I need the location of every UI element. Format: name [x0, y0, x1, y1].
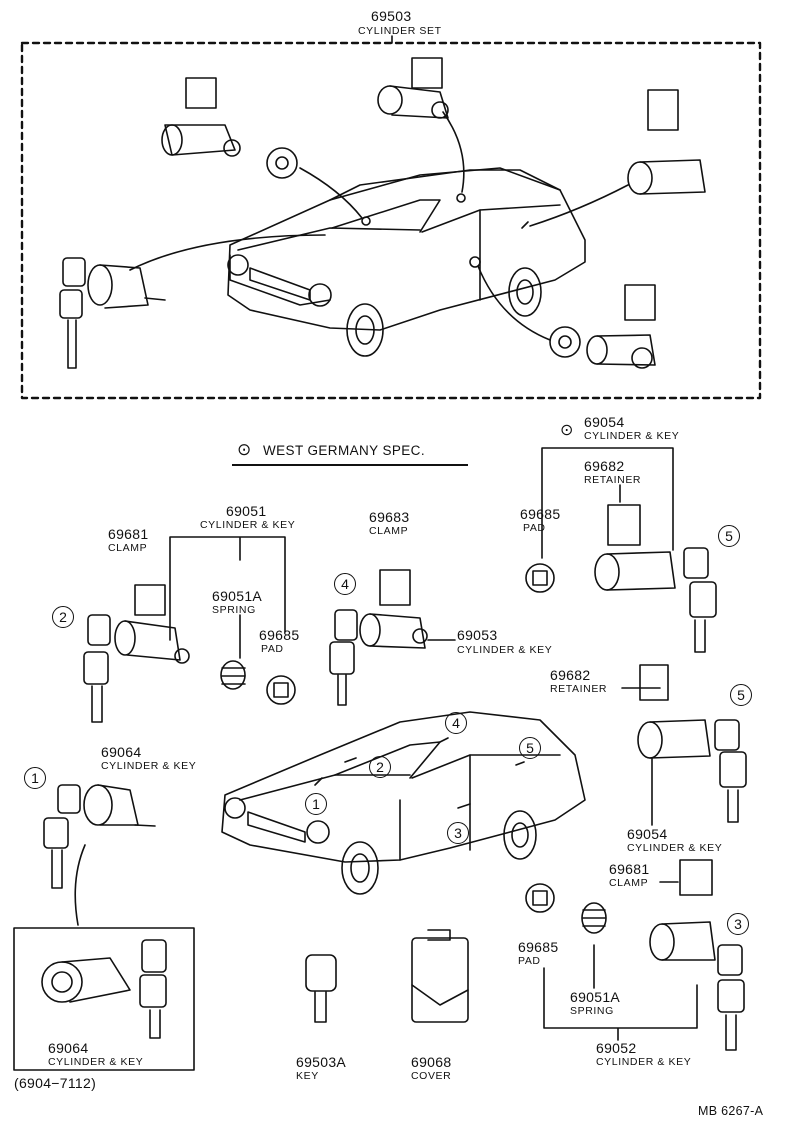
part-69054-bot-name: CYLINDER & KEY [627, 842, 723, 854]
part-69053-name: CYLINDER & KEY [457, 644, 553, 656]
part-69068-name: COVER [411, 1070, 452, 1082]
cylinder-69054-mid [621, 664, 747, 826]
cylinder-69064-inset [41, 939, 167, 1039]
pad-69685-mid [266, 675, 296, 705]
part-69054-top-name: CYLINDER & KEY [584, 430, 680, 442]
cylinder-set-name: CYLINDER SET [358, 25, 442, 37]
part-69051-number: 69051 [226, 503, 267, 519]
part-69683-name: CLAMP [369, 525, 409, 537]
spec-note: WEST GERMANY SPEC. [263, 443, 425, 458]
top-cylinder-3 [627, 89, 706, 195]
key-69503A [305, 954, 337, 1023]
spec-mark-icon-2: ⊙ [560, 422, 574, 439]
callout-1-left: 1 [24, 767, 46, 789]
date-range: (6904−7112) [14, 1075, 97, 1091]
callout-3-right: 3 [727, 913, 749, 935]
part-69682-mid-number: 69682 [550, 667, 591, 683]
part-69685-top-number: 69685 [520, 506, 561, 522]
part-69051A-bot-number: 69051A [570, 989, 621, 1005]
part-69051-name: CYLINDER & KEY [200, 519, 296, 531]
part-69051A-left-name: SPRING [212, 604, 256, 616]
part-69064-top-number: 69064 [101, 744, 142, 760]
part-69682-top-name: RETAINER [584, 474, 642, 486]
part-69051A-left-number: 69051A [212, 588, 263, 604]
part-69681-right-name: CLAMP [609, 877, 649, 889]
cylinder-69054-top [594, 504, 717, 653]
part-69685-bot-number: 69685 [518, 939, 559, 955]
part-69685-bot-name: PAD [518, 955, 541, 967]
part-69681-left-name: CLAMP [108, 542, 148, 554]
part-69503A-number: 69503A [296, 1054, 347, 1070]
part-69681-right-number: 69681 [609, 861, 650, 877]
callout-5-mid: 5 [730, 684, 752, 706]
spec-underline [232, 464, 468, 466]
part-69685-mid-name: PAD [261, 643, 284, 655]
spring-69051A-bot [581, 902, 607, 934]
callout-2-left: 2 [52, 606, 74, 628]
middle-car-illustration [221, 711, 586, 895]
cover-69068 [411, 929, 469, 1023]
part-69064-inset-name: CYLINDER & KEY [48, 1056, 144, 1068]
part-69503A-name: KEY [296, 1070, 319, 1082]
clamp-69681-right [659, 859, 713, 896]
pad-69685-top [525, 563, 555, 593]
cylinder-69052 [649, 921, 745, 1051]
part-69685-mid-number: 69685 [259, 627, 300, 643]
cylinder-69064-top [43, 784, 156, 889]
cylinder-69051 [83, 584, 190, 723]
top-cylinder-1 [161, 77, 298, 179]
part-69064-top-name: CYLINDER & KEY [101, 760, 197, 772]
part-69052-number: 69052 [596, 1040, 637, 1056]
part-69681-left-number: 69681 [108, 526, 149, 542]
top-car-illustration [227, 167, 586, 357]
car-callout-1: 1 [305, 793, 327, 815]
callout-4-mid: 4 [334, 573, 356, 595]
car-callout-2: 2 [369, 756, 391, 778]
inset-frame [13, 927, 195, 1071]
part-69053-number: 69053 [457, 627, 498, 643]
car-callout-5: 5 [519, 737, 541, 759]
car-callout-4: 4 [445, 712, 467, 734]
car-callout-3: 3 [447, 822, 469, 844]
part-69052-name: CYLINDER & KEY [596, 1056, 692, 1068]
spring-69051A [220, 660, 246, 690]
top-cylinder-4 [549, 284, 656, 369]
part-69064-inset-number: 69064 [48, 1040, 89, 1056]
callout-5-top: 5 [718, 525, 740, 547]
cylinder-set-dashed-frame [20, 41, 762, 400]
part-69054-top-number: 69054 [584, 414, 625, 430]
part-69054-bot-number: 69054 [627, 826, 668, 842]
top-ignition-key [59, 257, 166, 369]
cylinder-69053 [329, 569, 456, 706]
part-69051A-bot-name: SPRING [570, 1005, 614, 1017]
part-69682-mid-name: RETAINER [550, 683, 608, 695]
part-69685-top-name: PAD [523, 522, 546, 534]
spec-mark-icon: ⊙ [237, 440, 252, 459]
part-69068-number: 69068 [411, 1054, 452, 1070]
part-69683-number: 69683 [369, 509, 410, 525]
cylinder-set-part-number: 69503 [371, 8, 412, 24]
drawing-code: MB 6267-A [698, 1104, 764, 1118]
pad-69685-bot [525, 883, 555, 913]
part-69682-top-number: 69682 [584, 458, 625, 474]
top-cylinder-2 [377, 57, 449, 119]
